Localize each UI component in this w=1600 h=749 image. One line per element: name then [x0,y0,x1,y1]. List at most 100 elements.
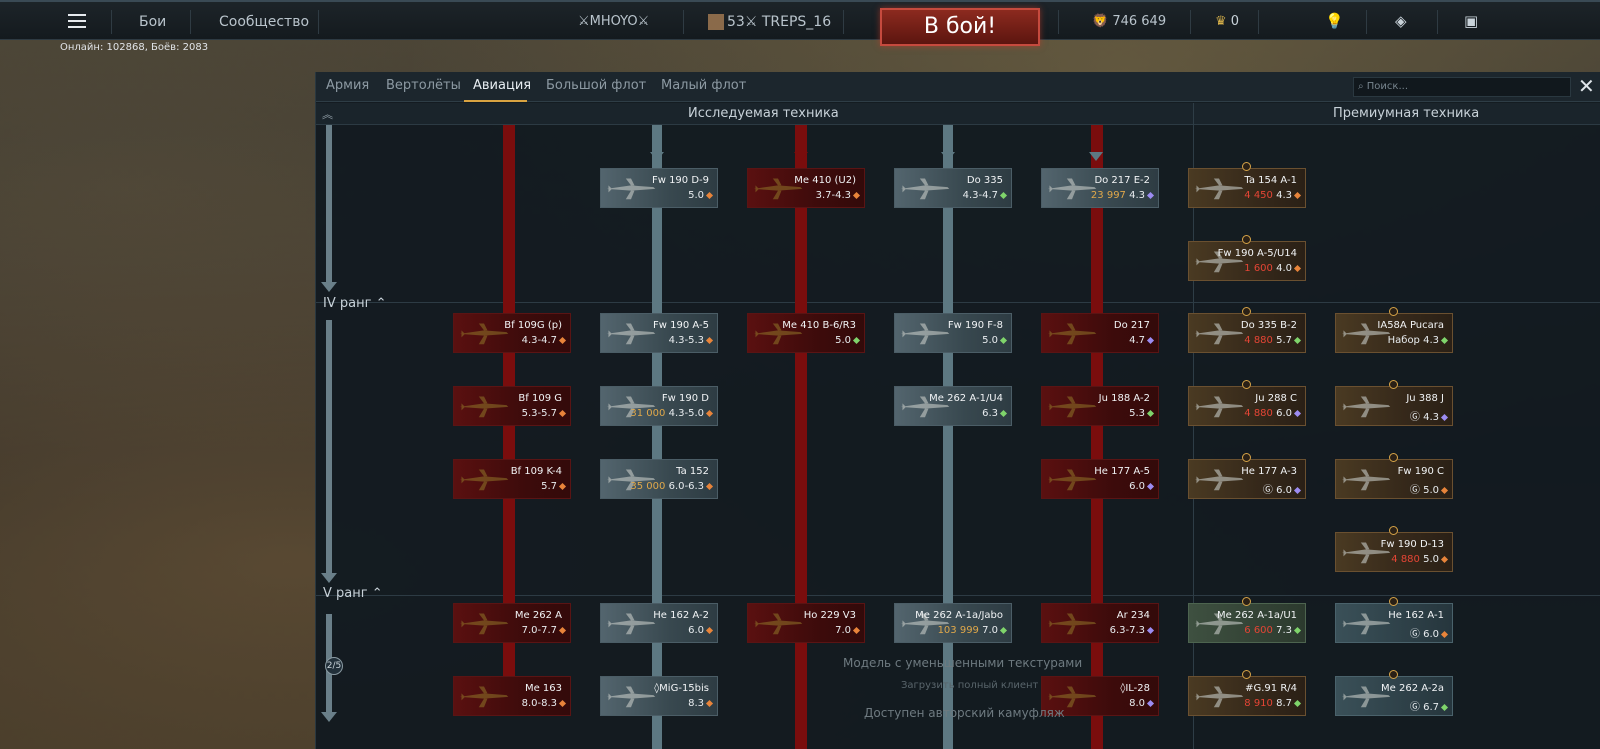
golden-eagles[interactable]: ♛ 0 [1215,2,1239,42]
vehicle-name: Me 163 [524,683,562,694]
battle-rating: 8.3 [688,698,714,709]
vehicle-name: Ju 388 J [1406,393,1444,404]
aircraft-icon [605,610,657,636]
rank-v-label[interactable]: V ранг ⌃ [323,586,383,601]
vehicle-class-icon [558,699,567,707]
vehicle-name: He 177 A-5 [1094,466,1150,477]
rank-v-text: V ранг [323,586,368,601]
divider [1437,10,1438,34]
profile[interactable]: 53⚔ TREPS_16 [708,2,831,42]
vehicle-card[interactable]: Me 410 (U2)3.7-4.3 [747,168,865,208]
premium-pin-icon [1389,453,1398,462]
collapse-icon[interactable]: ︽ [322,108,333,121]
tab-army[interactable]: Армия [326,78,370,93]
premium-divider [1193,103,1194,749]
tab-bluewater-fleet[interactable]: Большой флот [546,78,647,93]
aircraft-icon [752,175,804,201]
vehicle-name: He 162 A-2 [653,610,709,621]
ticket-icon[interactable]: ▣ [1464,12,1479,30]
battle-rating: 4 880 6.0 [1244,408,1302,419]
vehicle-name: ◊IL-28 [1120,683,1150,694]
battles-menu[interactable]: Бои [139,14,167,30]
aircraft-icon [1340,393,1392,419]
aircraft-icon [899,175,951,201]
price: 4 450 [1244,190,1277,201]
vehicle-class-icon [1440,703,1449,711]
price: Набор [1387,335,1424,346]
aircraft-icon [899,320,951,346]
squadron-tag[interactable]: ⚔MHOYO⚔ [578,2,649,42]
lightbulb-icon[interactable]: 💡 [1325,12,1344,30]
vehicle-card[interactable]: Me 262 A-2a Ⓖ 6.7 [1335,676,1453,716]
tab-helicopters[interactable]: Вертолёты [386,78,461,93]
low-textures-notice: Модель с уменьшенными текстурами [843,656,1083,670]
vehicle-name: Me 262 A-2a [1381,683,1444,694]
download-client-link[interactable]: Загрузить полный клиент [901,680,1039,691]
br-value: 8.7 [1276,698,1292,709]
br-value: 7.0-7.7 [521,625,557,636]
tab-aviation[interactable]: Авиация [473,78,532,93]
vehicle-card[interactable]: Bf 109G (p)4.3-4.7 [453,313,571,353]
vehicle-class-icon [852,191,861,199]
premium-pin-icon [1242,670,1251,679]
vehicle-class-icon [1440,336,1449,344]
aircraft-icon [1193,320,1245,346]
tab-coastal-fleet[interactable]: Малый флот [661,78,747,93]
menu-icon[interactable] [68,14,86,28]
rank-iv-label[interactable]: IV ранг ⌃ [323,296,386,311]
aircraft-icon [1340,683,1392,709]
diamond-icon[interactable]: ◈ [1395,12,1407,30]
vehicle-name: Me 262 A-1/U4 [929,393,1003,404]
author-camo-notice: Доступен авторский камуфляж [864,706,1065,720]
br-value: 7.0 [982,625,998,636]
vehicle-name: Bf 109 G [518,393,562,404]
vehicle-class-icon [1293,264,1302,272]
br-value: 5.0 [982,335,998,346]
community-menu[interactable]: Сообщество [219,14,310,30]
close-icon[interactable]: ✕ [1578,74,1595,98]
aircraft-icon [1046,393,1098,419]
vehicle-name: Ta 152 [676,466,709,477]
battle-rating: Набор 4.3 [1387,335,1449,346]
silver-lions[interactable]: 🦁 746 649 [1092,2,1166,42]
battle-rating: Ⓖ 6.7 [1410,698,1449,713]
to-battle-button[interactable]: В бой! [880,8,1040,46]
search-input[interactable]: ⌕ Поиск... [1353,77,1571,97]
br-value: 5.0 [1423,485,1439,496]
vehicle-name: Ju 188 A-2 [1098,393,1150,404]
